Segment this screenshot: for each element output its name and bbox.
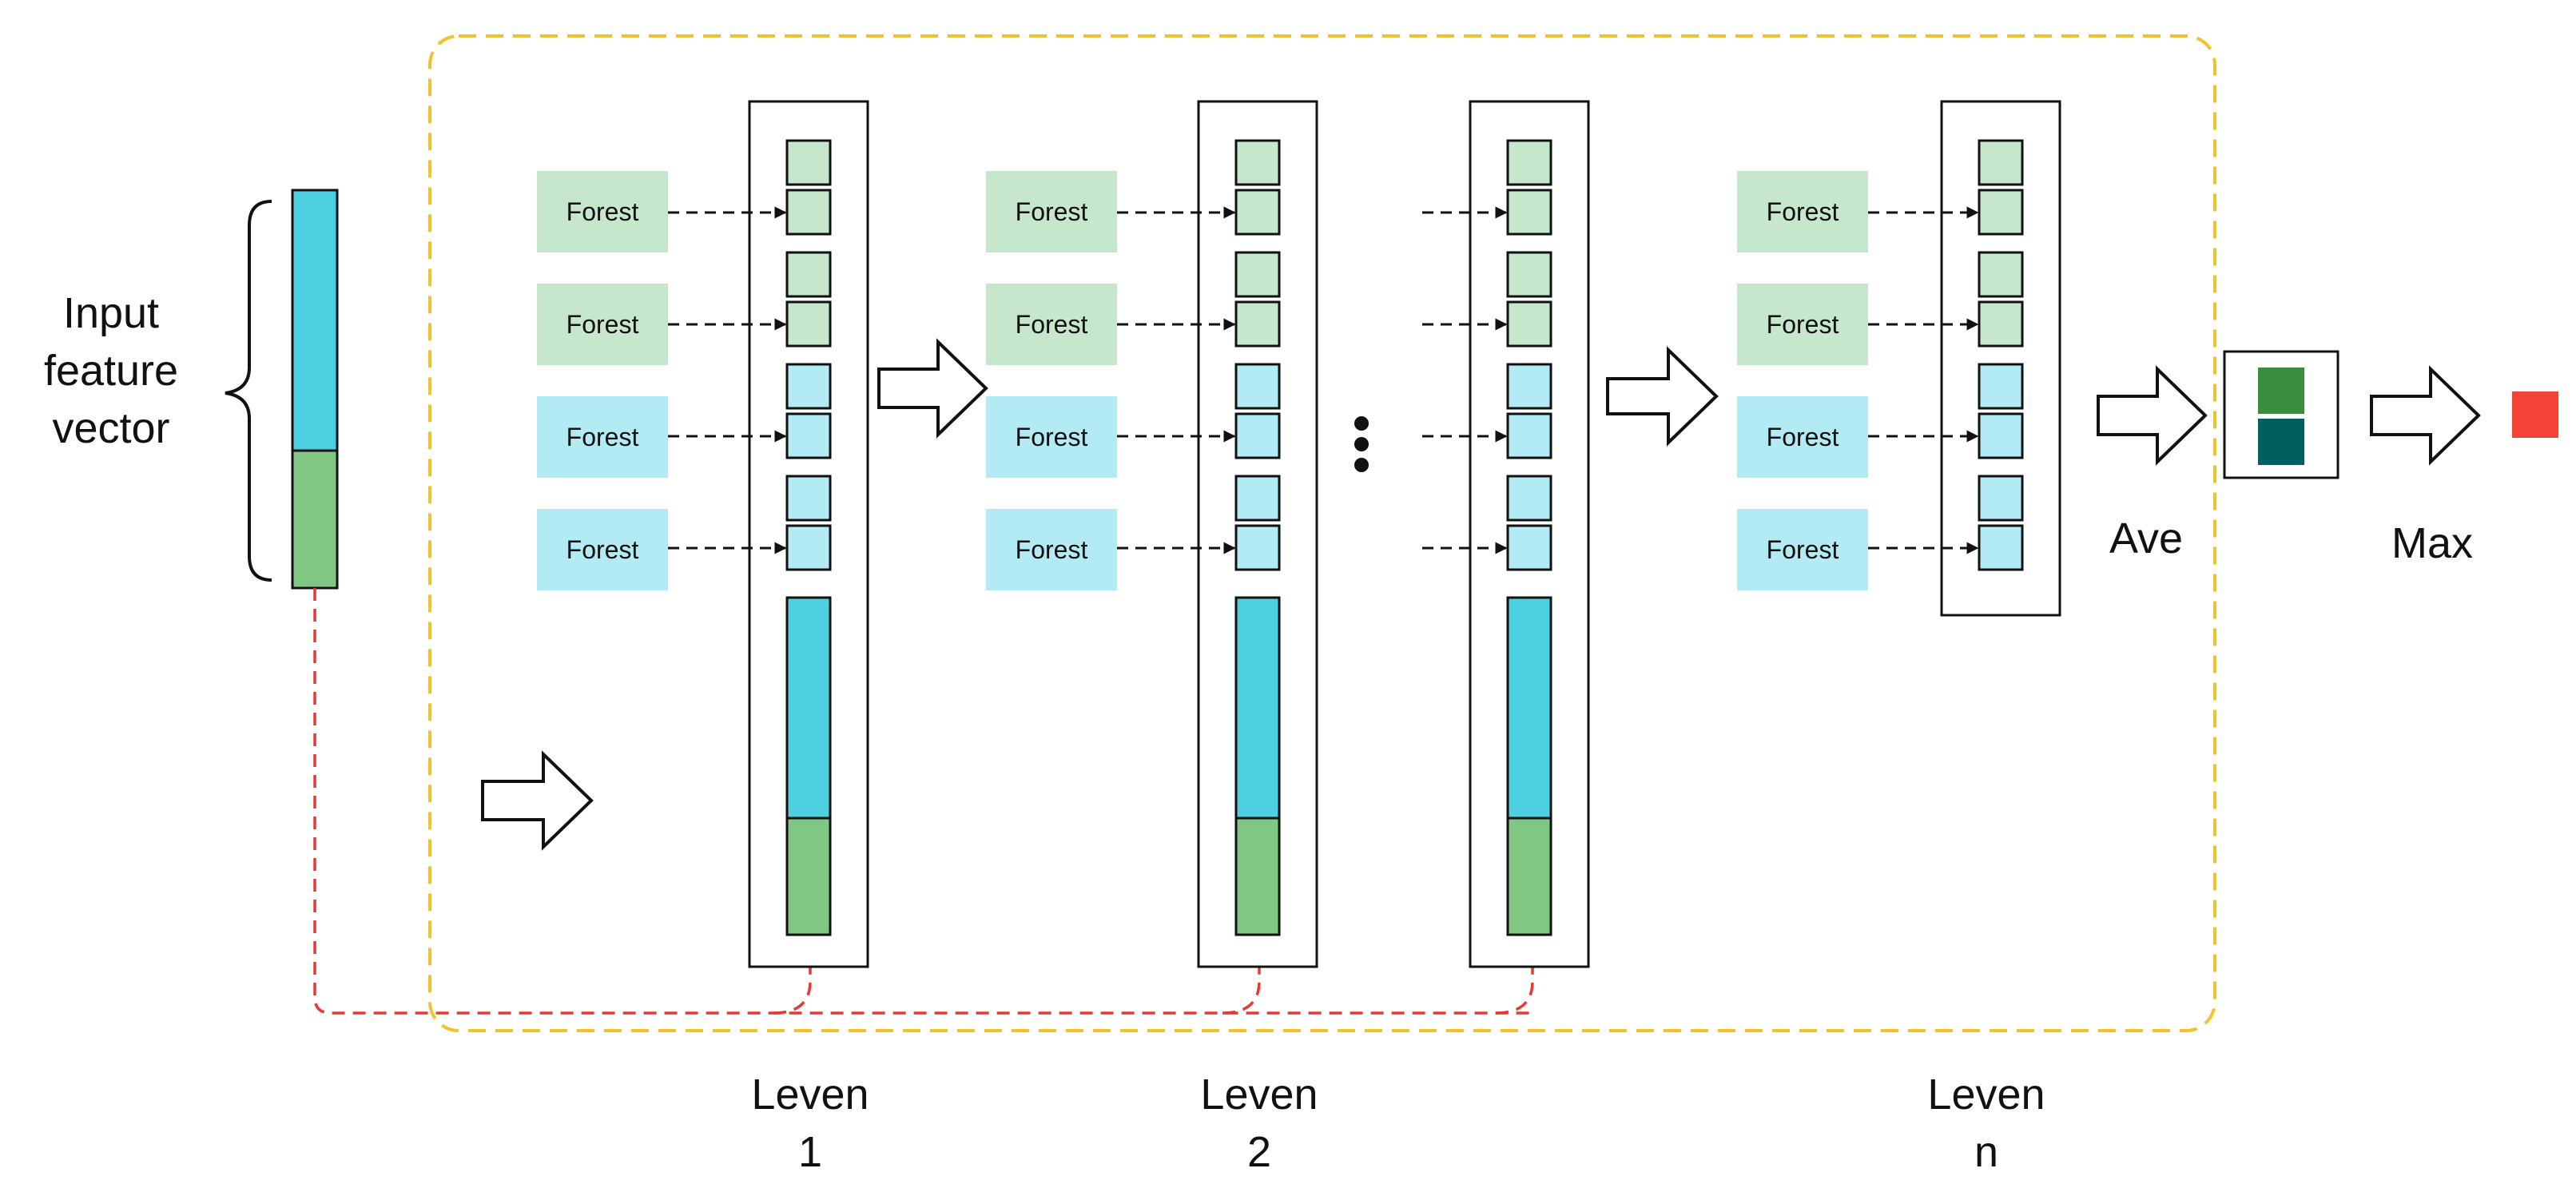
level-1-concat-green-segment	[785, 817, 832, 936]
final-output-square	[2512, 391, 2558, 438]
forest-ln-2: Forest	[1737, 284, 1868, 365]
feedback-dashed-line	[313, 588, 1532, 1015]
forest-l1-3: Forest	[537, 396, 668, 478]
block-arrow-input-icon	[481, 750, 594, 851]
level-2-concat-cyan-segment	[1234, 596, 1281, 820]
level-n-class-vector-4-top	[1978, 475, 2024, 522]
forest-ln-4: Forest	[1737, 509, 1868, 590]
level-2-concat-green-segment	[1234, 817, 1281, 936]
level-3-concat-green-segment	[1506, 817, 1552, 936]
forest-l2-4: Forest	[986, 509, 1117, 590]
level-2-class-vector-3-top	[1234, 363, 1281, 410]
level-2-class-vector-2-top	[1234, 251, 1281, 298]
forest-l2-3: Forest	[986, 396, 1117, 478]
level-2-label: Leven 2	[1200, 1071, 1318, 1176]
level-3-class-vector-2-top	[1506, 251, 1552, 298]
ave-output-box	[2223, 350, 2339, 479]
level-2-class-vector-4-top	[1234, 475, 1281, 522]
level-3-class-vector-4-bottom	[1506, 524, 1552, 571]
level-2-class-vector-2-bottom	[1234, 300, 1281, 348]
level-1-concat-cyan-segment	[785, 596, 832, 820]
feedback-branch-1	[773, 941, 817, 1015]
level-2-class-vector-4-bottom	[1234, 524, 1281, 571]
block-arrow-level1-icon	[877, 338, 988, 439]
level-1-class-vector-1-top	[785, 139, 832, 186]
level-1-label: Leven 1	[751, 1071, 869, 1176]
ave-label: Ave	[2109, 515, 2184, 562]
forest-l1-4: Forest	[537, 509, 668, 590]
level-3-concat-cyan-segment	[1506, 596, 1552, 820]
forest-l2-2: Forest	[986, 284, 1117, 365]
level-n-class-vector-2-bottom	[1978, 300, 2024, 348]
level-3-class-vector-4-top	[1506, 475, 1552, 522]
input-feature-vector	[291, 189, 339, 590]
forest-l2-1: Forest	[986, 171, 1117, 252]
max-label: Max	[2391, 519, 2473, 567]
cascade-frame	[428, 34, 2216, 1032]
level-3-class-vector-2-bottom	[1506, 300, 1552, 348]
level-3-class-vector-3-bottom	[1506, 412, 1552, 459]
block-arrow-ave-icon	[2097, 365, 2208, 466]
level-n-label: Leven n	[1927, 1071, 2045, 1176]
level-n-class-vector-3-top	[1978, 363, 2024, 410]
level-2-class-vector-3-bottom	[1234, 412, 1281, 459]
input-feature-vector-label: Input feature vector	[43, 289, 179, 452]
forest-l1-2: Forest	[537, 284, 668, 365]
input-vector-green-segment	[291, 449, 339, 590]
ellipsis-icon	[1354, 416, 1369, 472]
level-2-class-vector-1-top	[1234, 139, 1281, 186]
ave-dark-green-square	[2258, 368, 2304, 414]
level-3-class-vector-1-bottom	[1506, 189, 1552, 236]
level-2-class-vector-1-bottom	[1234, 189, 1281, 236]
block-arrow-leveln-icon	[1606, 346, 1719, 447]
forest-ln-3: Forest	[1737, 396, 1868, 478]
level-3-class-vector-3-top	[1506, 363, 1552, 410]
level-n-class-vector-1-top	[1978, 139, 2024, 186]
forest-l1-1: Forest	[537, 171, 668, 252]
level-1-class-vector-4-top	[785, 475, 832, 522]
level-3-class-vector-1-top	[1506, 139, 1552, 186]
block-arrow-max-icon	[2370, 365, 2481, 466]
ave-teal-square	[2258, 419, 2304, 465]
level-1-class-vector-3-top	[785, 363, 832, 410]
feedback-branch-3	[1495, 941, 1540, 1015]
level-n-class-vector-1-bottom	[1978, 189, 2024, 236]
level-1-class-vector-3-bottom	[785, 412, 832, 459]
level-1-class-vector-1-bottom	[785, 189, 832, 236]
level-1-class-vector-2-bottom	[785, 300, 832, 348]
feedback-branch-2	[1222, 941, 1266, 1015]
level-n-class-vector-2-top	[1978, 251, 2024, 298]
levels-layer	[668, 100, 2061, 968]
level-n-class-vector-3-bottom	[1978, 412, 2024, 459]
level-1-class-vector-4-bottom	[785, 524, 832, 571]
input-vector-cyan-segment	[291, 189, 339, 452]
level-n-class-vector-4-bottom	[1978, 524, 2024, 571]
input-brace-icon	[225, 200, 272, 582]
forest-ln-1: Forest	[1737, 171, 1868, 252]
level-1-class-vector-2-top	[785, 251, 832, 298]
